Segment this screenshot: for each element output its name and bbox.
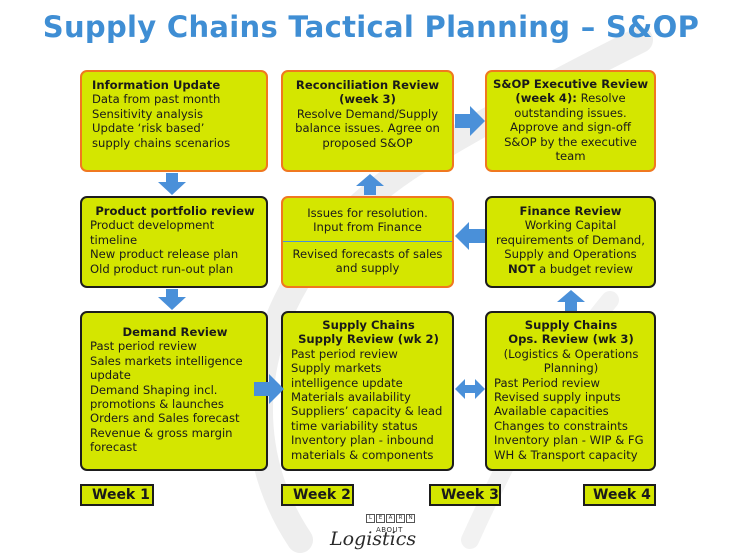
portfolio-line: Old product run-out plan	[90, 261, 234, 276]
ops-line: Past Period review	[494, 375, 601, 390]
arrow-both-supply-ops	[455, 379, 485, 399]
supply-line: time variability status	[291, 418, 418, 433]
arrow-down-portfolio-to-demand	[158, 289, 186, 310]
supply-line: Materials availability	[291, 390, 411, 405]
information-update-box: Information Update Data from past month …	[80, 70, 268, 172]
executive-line: Resolve	[576, 91, 626, 106]
product-portfolio-review-box: Product portfolio review Product develop…	[80, 196, 268, 288]
supply-line: materials & components	[291, 447, 434, 462]
ops-sub-line: Planning)	[543, 361, 599, 376]
supply-subheading: Supply Review (wk 2)	[298, 332, 439, 347]
ops-review-box: Supply Chains Ops. Review (wk 3) (Logist…	[485, 311, 656, 471]
portfolio-line: timeline	[90, 232, 138, 247]
arrow-up-issues-to-reconciliation	[356, 174, 384, 195]
ops-heading: Supply Chains	[524, 318, 618, 332]
ops-line: Inventory plan - WIP & FG	[494, 433, 644, 448]
supply-review-box: Supply Chains Supply Review (wk 2) Past …	[281, 311, 454, 471]
reconciliation-line: balance issues. Agree on	[295, 121, 440, 136]
finance-line: a budget review	[535, 261, 634, 276]
demand-line: update	[90, 368, 131, 383]
executive-line: team	[555, 149, 586, 164]
executive-week: (week 4):	[515, 91, 577, 106]
logo-word: Logistics	[330, 528, 417, 550]
demand-heading: Demand Review	[122, 325, 228, 339]
executive-heading: S&OP Executive Review	[493, 77, 649, 91]
reconciliation-heading: Reconciliation Review	[295, 78, 440, 92]
portfolio-heading: Product portfolio review	[95, 204, 255, 218]
demand-review-box: Demand Review Past period review Sales m…	[80, 311, 268, 471]
week-2-label: Week 2	[281, 484, 354, 506]
demand-line: Demand Shaping incl.	[90, 382, 218, 397]
logo-about: ABOUT	[376, 526, 403, 534]
issues-box: Issues for resolution. Input from Financ…	[281, 196, 454, 288]
week-4-label: Week 4	[583, 484, 656, 506]
demand-line: Past period review	[90, 339, 197, 354]
info-line: supply chains scenarios	[92, 135, 231, 150]
demand-line: forecast	[90, 440, 137, 455]
finance-line: Working Capital	[524, 218, 617, 233]
demand-line: Revenue & gross margin	[90, 425, 233, 440]
arrow-up-ops-to-finance	[557, 290, 585, 311]
issues-line: Issues for resolution.	[307, 206, 428, 220]
executive-line: Approve and sign-off	[510, 120, 631, 135]
info-line: Data from past month	[92, 92, 221, 107]
supply-line: Past period review	[291, 346, 398, 361]
executive-line: S&OP by the executive	[504, 134, 637, 149]
supply-line: Suppliers’ capacity & lead	[291, 404, 443, 419]
demand-line: Sales markets intelligence	[90, 353, 243, 368]
supply-line: Supply markets	[291, 361, 382, 376]
arrow-right-reconciliation-to-executive	[455, 106, 485, 136]
logo-letter: A	[386, 514, 395, 523]
reconciliation-line: Resolve Demand/Supply	[296, 106, 439, 121]
arrow-down-info-to-portfolio	[158, 173, 186, 195]
portfolio-line: Product development	[90, 218, 215, 233]
issues-divider	[283, 241, 452, 242]
logo-letter-grid: L E A R N	[366, 514, 415, 523]
ops-sub-line: (Logistics & Operations	[503, 346, 639, 361]
page-title: Supply Chains Tactical Planning – S&OP	[42, 10, 700, 44]
info-line: Update ‘risk based’	[92, 121, 205, 136]
logo-letter: R	[396, 514, 405, 523]
portfolio-line: New product release plan	[90, 247, 239, 262]
demand-line: Orders and Sales forecast	[90, 411, 240, 426]
reconciliation-line: proposed S&OP	[322, 135, 413, 150]
logo-letter: L	[366, 514, 375, 523]
week-1-label: Week 1	[80, 484, 154, 506]
information-update-heading: Information Update	[92, 78, 221, 92]
week-3-label: Week 3	[429, 484, 501, 506]
executive-review-box: S&OP Executive Review (week 4): Resolve …	[485, 70, 656, 172]
finance-line: Supply and Operations	[504, 247, 637, 262]
info-line: Sensitivity analysis	[92, 106, 203, 121]
reconciliation-review-box: Reconciliation Review (week 3) Resolve D…	[281, 70, 454, 172]
ops-line: WH & Transport capacity	[494, 447, 638, 462]
supply-line: intelligence update	[291, 375, 403, 390]
finance-line: requirements of Demand,	[496, 232, 645, 247]
supply-line: Inventory plan - inbound	[291, 433, 434, 448]
ops-line: Changes to constraints	[494, 418, 628, 433]
finance-heading: Finance Review	[519, 204, 622, 218]
supply-heading: Supply Chains	[322, 318, 415, 332]
finance-not: NOT	[507, 261, 536, 276]
logo-letter: N	[406, 514, 415, 523]
executive-line: outstanding issues.	[514, 105, 627, 120]
logo-letter: E	[376, 514, 385, 523]
demand-line: promotions & launches	[90, 397, 224, 412]
reconciliation-week: (week 3)	[339, 92, 396, 107]
issues-line: Input from Finance	[313, 220, 422, 235]
ops-line: Available capacities	[494, 404, 609, 419]
revised-line: Revised forecasts of sales	[292, 246, 443, 261]
learn-about-logistics-logo: L E A R N ABOUT Logistics	[330, 512, 430, 554]
ops-line: Revised supply inputs	[494, 390, 621, 405]
arrow-right-demand-to-supply	[254, 374, 284, 404]
ops-subheading: Ops. Review (wk 3)	[508, 332, 634, 347]
arrow-left-finance-to-issues	[455, 222, 485, 250]
revised-line: and supply	[335, 261, 400, 276]
finance-review-box: Finance Review Working Capital requireme…	[485, 196, 656, 288]
